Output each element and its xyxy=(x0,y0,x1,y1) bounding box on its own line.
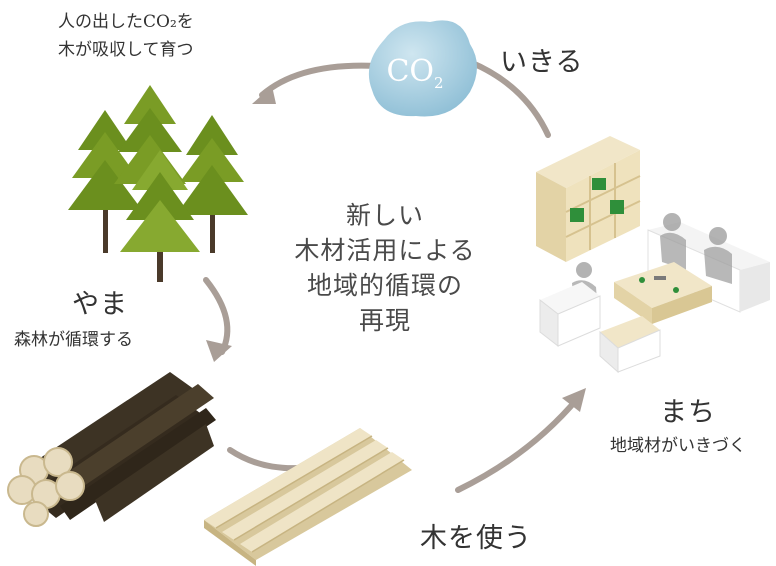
forest-trees xyxy=(68,85,248,282)
town-room xyxy=(536,136,770,374)
center-text-line: 木材活用による xyxy=(294,236,476,265)
caption-yama: 森林が循環する xyxy=(14,330,133,350)
label-ki-wo-tsukau: 木を使う xyxy=(420,523,532,554)
arrowhead-co2-to-forest xyxy=(252,86,276,104)
caption-co2-absorb-line2: 木が吸収して育つ xyxy=(58,40,194,60)
center-text-line: 地域的循環の xyxy=(306,271,463,300)
co2-subscript: 2 xyxy=(434,74,444,92)
co2-bubble-label: CO2 xyxy=(380,54,450,92)
arrow-co2-to-forest xyxy=(259,62,381,98)
center-text-line: 再現 xyxy=(358,306,411,335)
arrowhead-forest-to-logs xyxy=(206,340,232,362)
label-machi: まち xyxy=(660,397,716,428)
label-yama: やま xyxy=(72,289,128,320)
arrowhead-lumber-to-town xyxy=(562,388,586,412)
caption-machi: 地域材がいきづく xyxy=(610,436,746,456)
cycle-arrows xyxy=(203,59,586,493)
arrow-town-to-co2 xyxy=(467,59,551,138)
arrow-lumber-to-town xyxy=(455,395,581,493)
arrow-logs-to-lumber xyxy=(227,447,303,472)
label-ikiru: いきる xyxy=(500,47,584,78)
co2-bubble xyxy=(368,20,477,117)
center-text: 新しい 木材活用による 地域的循環の 再現 xyxy=(272,198,498,338)
log-pile xyxy=(7,372,216,527)
center-text-line: 新しい xyxy=(345,201,424,230)
lumber-stack xyxy=(204,428,412,566)
shelf-box xyxy=(610,200,624,214)
shelf-box xyxy=(592,178,606,190)
co2-text: CO xyxy=(386,54,434,89)
caption-co2-absorb-line1: 人の出したCO₂を xyxy=(58,12,194,32)
shelf-box xyxy=(570,208,584,222)
